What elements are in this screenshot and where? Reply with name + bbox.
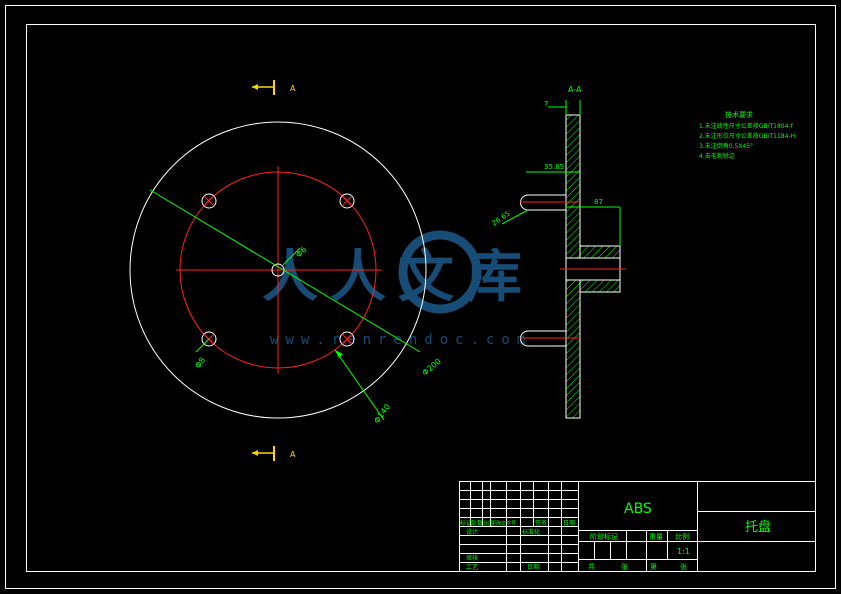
inner-border — [26, 24, 816, 572]
section-title: A-A — [568, 85, 582, 94]
dim-offset: 35.65 — [544, 163, 564, 171]
tb-page-unit: 张 — [680, 562, 687, 571]
tech-line-3: 3.未注倒角0.5X45° — [699, 142, 753, 150]
tb-date2: 日期 — [527, 563, 539, 571]
bolt-hole-tl — [201, 193, 217, 209]
title-block — [459, 481, 816, 572]
outer-circle — [129, 121, 427, 419]
bolt-hole-br — [339, 331, 355, 347]
tb-total: 共 — [588, 562, 595, 571]
upper-pin — [520, 194, 580, 211]
tb-standardization: 标准化 — [522, 528, 540, 536]
material: ABS — [624, 501, 652, 517]
tb-stage-mark: 阶段标记 — [590, 532, 618, 541]
tech-line-4: 4.去毛刺锐边 — [699, 152, 735, 160]
dim-small-hole: Φ8 — [193, 356, 207, 370]
tb-process: 工艺 — [466, 563, 478, 571]
svg-text:A: A — [290, 84, 296, 93]
bolt-hole-tr — [339, 193, 355, 209]
tb-date: 日期 — [563, 519, 575, 527]
tb-checker: 审核 — [466, 554, 478, 562]
dim-outer: Φ200 — [421, 357, 443, 378]
watermark: 人人文库 www.renrendoc.com — [262, 230, 534, 348]
section-marker-bottom: A — [252, 446, 296, 461]
lower-pin — [520, 330, 580, 347]
tb-zone: 分区 — [483, 520, 493, 527]
section-marker-top: A — [252, 80, 296, 95]
watermark-url: www.renrendoc.com — [270, 332, 532, 348]
pin-leader — [501, 209, 529, 225]
tb-designer: 设计 — [466, 528, 478, 536]
tb-count: 处数 — [471, 519, 483, 527]
tb-weight: 重量 — [649, 533, 663, 541]
tb-sheet: 张 — [621, 562, 628, 571]
title-block-text: 标记 处数 分区 更改文件号 签名 日期 设计 标准化 审核 工艺 日期 ABS… — [460, 501, 771, 571]
dim-bolt-circle: Φ140 — [372, 402, 392, 425]
center-leader — [282, 247, 301, 266]
tb-ratio: 比例 — [675, 532, 689, 541]
scale: 1:1 — [677, 547, 690, 556]
tech-title: 技术要求 — [725, 110, 753, 119]
hole-leader — [195, 338, 210, 353]
dim-hub: 87 — [594, 198, 603, 206]
watermark-text: 人人文库 — [262, 245, 534, 310]
tb-signature: 签名 — [535, 519, 547, 527]
tech-line-2: 2.未注形位尺寸公差按GB/T1184-H — [699, 132, 795, 140]
tb-mark: 标记 — [460, 519, 472, 527]
dim-pin: 26.65 — [491, 210, 512, 228]
watermark-logo — [398, 230, 482, 314]
outer-border — [5, 5, 836, 589]
dim-thickness: 7 — [544, 100, 548, 108]
tb-change-doc: 更改文件号 — [491, 520, 516, 527]
part-name: 托盘 — [745, 519, 771, 535]
tech-line-1: 1.未注线性尺寸公差按GB/T1804-f — [699, 122, 794, 130]
outer-dim-line — [149, 189, 421, 353]
svg-text:A: A — [290, 450, 296, 459]
bolt-dim-leader — [334, 349, 385, 421]
tech-requirements: 技术要求 1.未注线性尺寸公差按GB/T1804-f 2.未注形位尺寸公差按GB… — [699, 110, 795, 160]
arrow — [335, 350, 343, 358]
tb-page: 第 — [650, 562, 657, 571]
